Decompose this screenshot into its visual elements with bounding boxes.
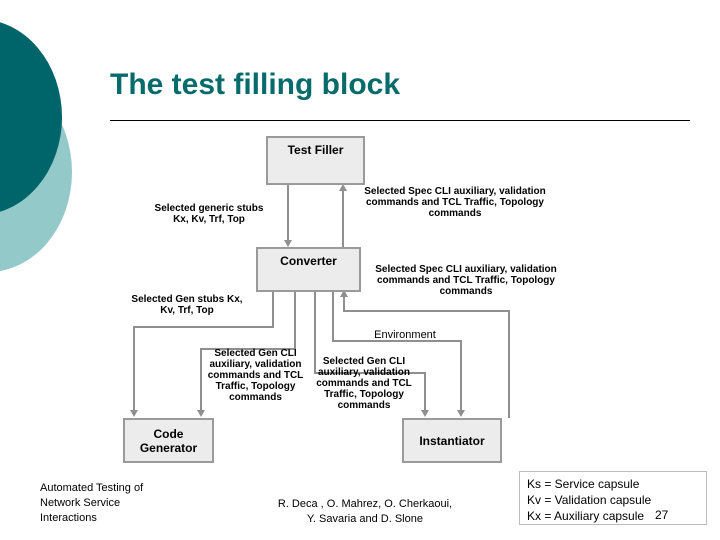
arrowhead-down-converter-in — [284, 240, 292, 247]
footer-title-line1: Automated Testing of — [40, 482, 144, 494]
edge-label-environment: Environment — [374, 329, 436, 341]
footer-authors: R. Deca , O. Mahrez, O. Cherkaoui, Y. Sa… — [230, 497, 500, 527]
connector-down-environment-instantiator — [460, 340, 462, 412]
box-label-code-generator: Code Generator — [140, 427, 197, 455]
box-label-instantiator: Instantiator — [419, 433, 485, 448]
edge-label-generic-stubs-to-converter: Selected generic stubs Kx, Kv, Trf, Top — [154, 203, 264, 225]
arrowhead-up-converter-in-right — [340, 290, 348, 297]
footer-presentation-title: Automated Testing of Network Service Int… — [40, 481, 220, 526]
box-label-code-generator-line1: Code — [153, 426, 184, 441]
connector-down-gen-cli-code-generator — [200, 348, 202, 412]
legend-item-kv: Kv = Validation capsule — [527, 493, 652, 507]
footer-authors-line2: Y. Savaria and D. Slone — [307, 513, 423, 525]
connector-down-instantiator-gencli — [424, 372, 426, 412]
diagram-box-code-generator[interactable]: Code Generator — [123, 418, 214, 463]
box-label-code-generator-line2: Generator — [139, 440, 198, 455]
arrowhead-down-code-generator-in-right — [197, 410, 205, 417]
arrowhead-down-instantiator-in-right — [457, 410, 465, 417]
legend-capsule-abbreviations: Ks = Service capsule Kv = Validation cap… — [519, 471, 707, 525]
legend-item-ks: Ks = Service capsule — [527, 477, 640, 491]
arrowhead-down-instantiator-in-left — [421, 410, 429, 417]
title-divider-rule — [110, 120, 690, 121]
connector-horizontal-instantiator-gencli — [314, 372, 426, 374]
edge-label-spec-cli-to-converter: Selected Spec CLI auxiliary, validation … — [375, 264, 557, 297]
diagram-box-converter[interactable]: Converter — [256, 247, 361, 292]
connector-horizontal-bottom-to-converter — [343, 310, 510, 312]
footer-title-line2: Network Service — [40, 497, 121, 509]
edge-label-gen-cli-to-code-generator: Selected Gen CLI auxiliary, validation c… — [207, 348, 304, 403]
connector-horizontal-environment — [332, 340, 462, 342]
connector-horizontal-to-code-generator — [133, 326, 274, 328]
connector-horizontal-gen-cli-code-generator — [200, 348, 296, 350]
arrowhead-down-code-generator-in-left — [130, 410, 138, 417]
connector-test-filler-to-converter — [287, 185, 289, 241]
diagram-box-instantiator[interactable]: Instantiator — [402, 418, 502, 463]
connector-converter-down-gen-cli — [294, 292, 296, 350]
footer-authors-line1: R. Deca , O. Mahrez, O. Cherkaoui, — [277, 498, 453, 510]
legend-item-kx: Kx = Auxiliary capsule — [527, 509, 645, 523]
box-label-converter: Converter — [280, 254, 337, 268]
connector-converter-to-test-filler — [342, 190, 344, 248]
edge-label-gen-stubs-to-code-generator: Selected Gen stubs Kx, Kv, Trf, Top — [131, 294, 243, 316]
connector-converter-down-environment — [332, 292, 334, 342]
box-label-test-filler: Test Filler — [287, 143, 344, 157]
edge-label-spec-cli-to-test-filler: Selected Spec CLI auxiliary, validation … — [364, 186, 546, 219]
footer-title-line3: Interactions — [40, 512, 97, 524]
slide-page-number: 27 — [655, 508, 669, 522]
connector-down-to-code-generator — [133, 326, 135, 412]
connector-converter-down-left — [272, 292, 274, 328]
diagram-box-test-filler[interactable]: Test Filler — [266, 136, 365, 185]
arrowhead-up-test-filler-in — [339, 184, 347, 191]
connector-converter-down-instantiator-gencli — [314, 292, 316, 374]
edge-label-gen-cli-to-instantiator: Selected Gen CLI auxiliary, validation c… — [316, 356, 412, 411]
connector-up-from-instantiator — [508, 310, 510, 418]
slide-title: The test filling block — [110, 68, 401, 101]
connector-up-into-converter — [343, 296, 345, 312]
